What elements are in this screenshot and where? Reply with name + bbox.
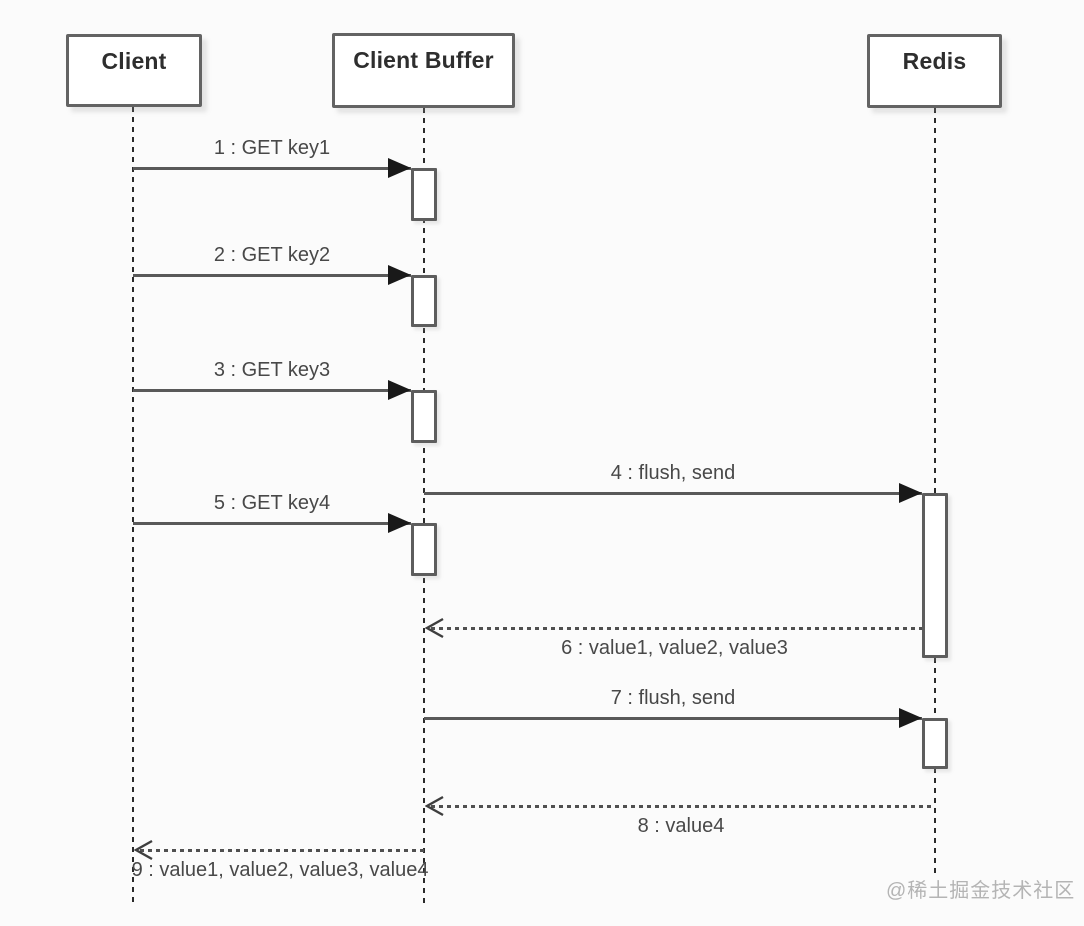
arrowhead-filled-icon bbox=[388, 158, 411, 178]
message-line bbox=[431, 805, 935, 808]
actor-box-redis: Redis bbox=[867, 34, 1002, 108]
actor-box-client: Client bbox=[66, 34, 202, 107]
arrowhead-filled-icon bbox=[388, 265, 411, 285]
activation-bar-client-buffer bbox=[411, 390, 437, 443]
message-label: 7 : flush, send bbox=[610, 687, 736, 709]
activation-bar-redis bbox=[922, 493, 948, 658]
actor-label: Client Buffer bbox=[353, 47, 494, 73]
lifeline-client-buffer bbox=[423, 108, 425, 903]
actor-box-client-buffer: Client Buffer bbox=[332, 33, 515, 108]
message-label: 3 : GET key3 bbox=[213, 359, 331, 381]
actor-label: Client bbox=[101, 48, 167, 74]
actor-label: Redis bbox=[902, 48, 967, 74]
arrowhead-open-icon bbox=[424, 617, 444, 644]
message-label: 4 : flush, send bbox=[610, 462, 736, 484]
message-label: 8 : value4 bbox=[637, 815, 725, 837]
message-line bbox=[140, 849, 424, 852]
message-line bbox=[424, 492, 922, 495]
activation-bar-client-buffer bbox=[411, 168, 437, 221]
message-label: 9 : value1, value2, value3, value4 bbox=[131, 859, 429, 881]
message-label: 5 : GET key4 bbox=[213, 492, 331, 514]
message-line bbox=[133, 522, 411, 525]
message-label: 1 : GET key1 bbox=[213, 137, 331, 159]
arrowhead-open-icon bbox=[424, 795, 444, 822]
message-label: 6 : value1, value2, value3 bbox=[561, 637, 788, 659]
activation-bar-redis bbox=[922, 718, 948, 769]
message-line bbox=[133, 274, 411, 277]
arrowhead-open-icon bbox=[133, 839, 153, 866]
activation-bar-client-buffer bbox=[411, 275, 437, 327]
arrowhead-filled-icon bbox=[388, 380, 411, 400]
message-label: 2 : GET key2 bbox=[213, 244, 331, 266]
lifeline-client bbox=[132, 107, 134, 903]
message-line bbox=[133, 167, 411, 170]
arrowhead-filled-icon bbox=[388, 513, 411, 533]
message-line bbox=[424, 717, 922, 720]
message-line bbox=[133, 389, 411, 392]
message-line bbox=[431, 627, 922, 630]
arrowhead-filled-icon bbox=[899, 708, 922, 728]
arrowhead-filled-icon bbox=[899, 483, 922, 503]
activation-bar-client-buffer bbox=[411, 523, 437, 576]
watermark: @稀土掘金技术社区 bbox=[886, 880, 1076, 902]
